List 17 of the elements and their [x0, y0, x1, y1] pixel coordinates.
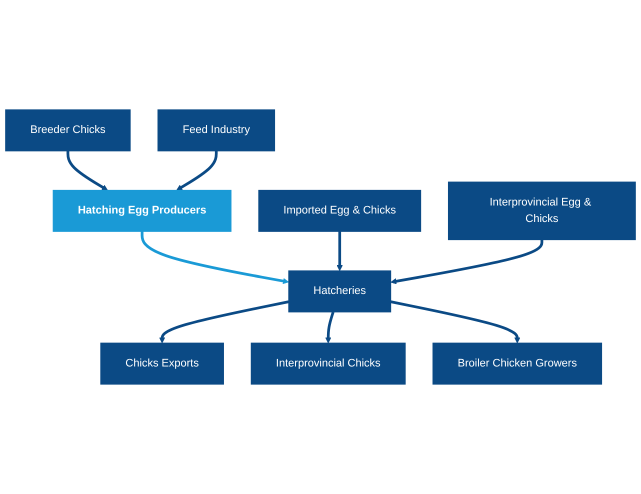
- arrow: [336, 232, 343, 272]
- arrow: [66, 151, 108, 190]
- arrow: [390, 300, 520, 344]
- node-box: Imported Egg & Chicks: [258, 190, 422, 232]
- arrow: [390, 240, 544, 284]
- node-box: Chicks Exports: [100, 342, 224, 385]
- node-box: Feed Industry: [158, 109, 276, 152]
- arrow: [176, 151, 218, 190]
- arrow: [159, 300, 289, 344]
- node-box: Interprovincial Chicks: [250, 342, 406, 385]
- arrow: [140, 232, 289, 284]
- node-box: Broiler Chicken Growers: [432, 342, 602, 385]
- arrow: [325, 312, 334, 344]
- node-box: Interprovincial Egg & Chicks: [448, 182, 636, 240]
- node-box: Hatching Egg Producers: [52, 190, 232, 232]
- node-box: Hatcheries: [288, 270, 392, 312]
- node-box: Breeder Chicks: [5, 109, 131, 152]
